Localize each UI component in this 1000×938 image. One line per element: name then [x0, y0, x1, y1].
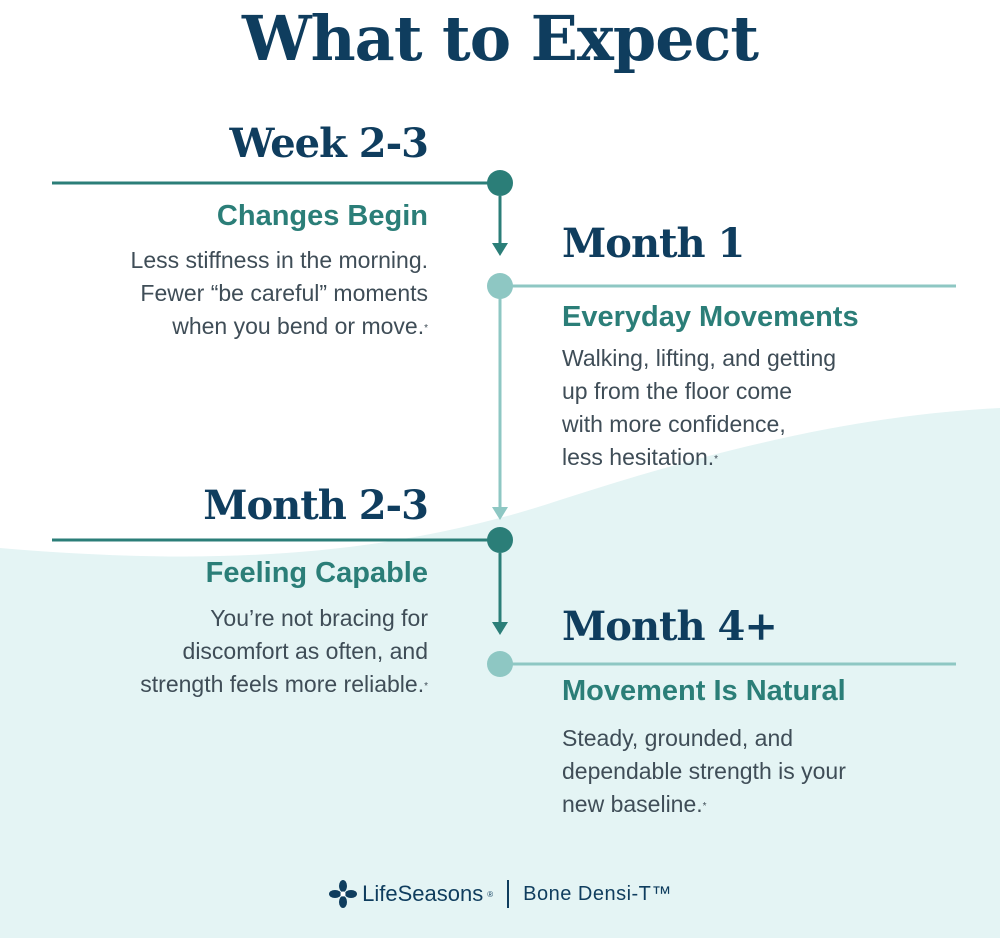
arrow-down-icon [492, 622, 508, 635]
heading-feeling-capable: Feeling Capable [205, 557, 428, 589]
footnote-mark: * [424, 323, 428, 334]
description-month-4-plus: Steady, grounded, and dependable strengt… [562, 725, 846, 817]
arrow-down-icon [492, 507, 508, 520]
brand-footer: LifeSeasons® Bone Densi-T™ [0, 876, 1000, 912]
period-month-2-3: Month 2-3 [203, 482, 429, 529]
timeline-node-month-4 [487, 651, 513, 677]
heading-movement-is-natural: Movement Is Natural [562, 675, 846, 707]
footnote-mark: * [714, 454, 719, 465]
brand-logo: LifeSeasons® [328, 879, 493, 909]
description-month-2-3: You’re not bracing for discomfort as oft… [140, 605, 428, 697]
brand-divider [507, 880, 510, 908]
timeline-node-week-2-3 [487, 170, 513, 196]
timeline-node-month-1 [487, 273, 513, 299]
heading-everyday-movements: Everyday Movements [562, 301, 859, 333]
footnote-mark: * [702, 801, 707, 812]
heading-changes-begin: Changes Begin [216, 200, 428, 232]
product-name: Bone Densi-T™ [523, 882, 672, 905]
lifeseasons-flower-icon [329, 880, 358, 908]
footnote-mark: * [424, 681, 428, 692]
description-week-2-3: Less stiffness in the morning. Fewer “be… [130, 247, 428, 339]
period-week-2-3: Week 2-3 [229, 120, 429, 167]
arrow-down-icon [492, 243, 508, 256]
timeline-node-month-2-3 [487, 527, 513, 553]
page-title: What to Expect [241, 2, 759, 75]
description-month-1: Walking, lifting, and getting up from th… [562, 345, 837, 470]
period-month-4-plus: Month 4+ [562, 603, 778, 650]
brand-registered-mark: ® [487, 889, 494, 899]
brand-name: LifeSeasons [362, 881, 484, 906]
period-month-1: Month 1 [562, 220, 745, 267]
